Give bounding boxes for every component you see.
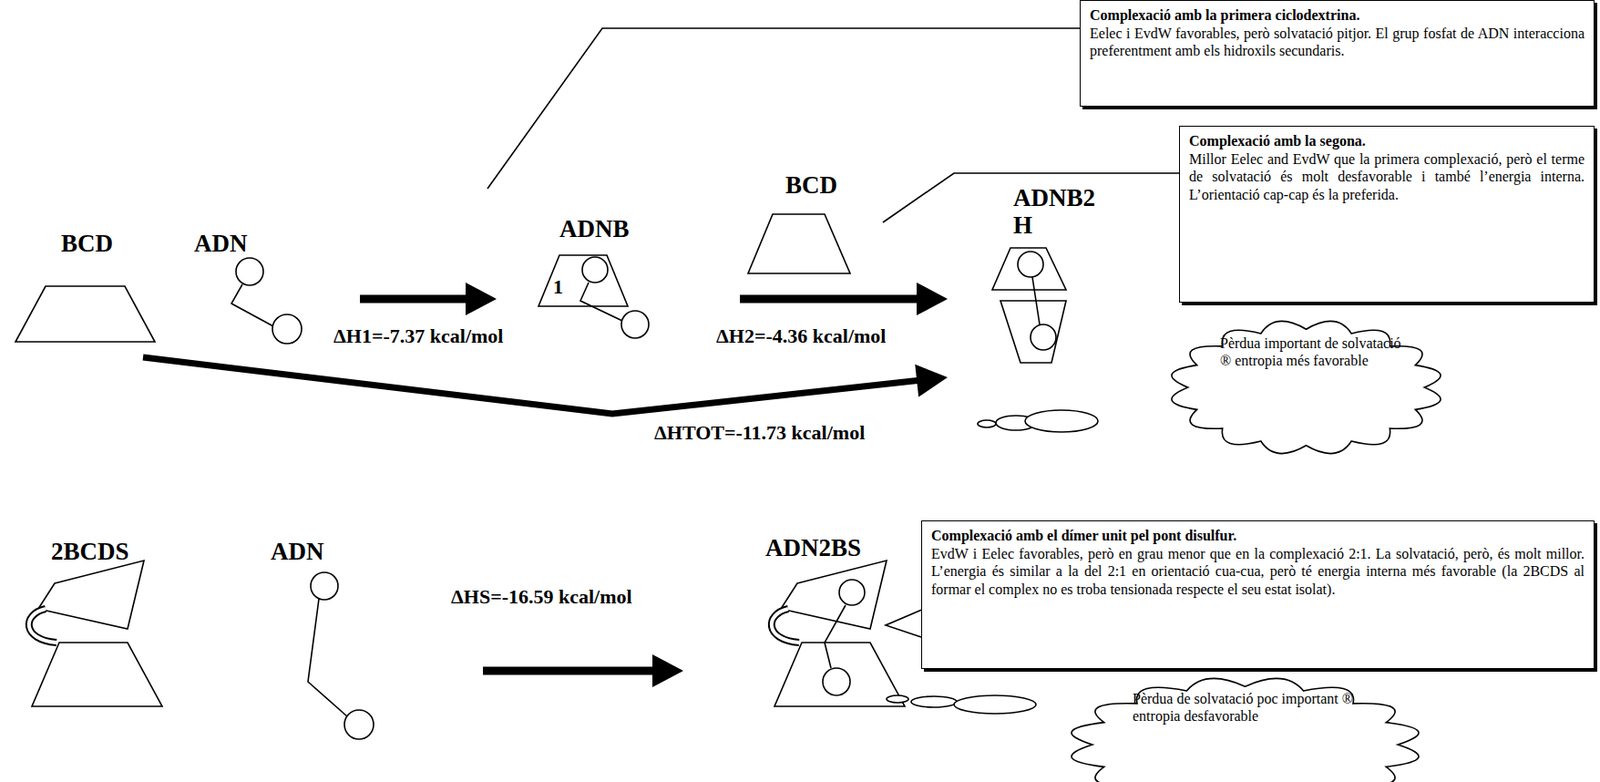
disulfide-dimer xyxy=(29,560,163,707)
illustration-stroke xyxy=(774,642,905,707)
callout-heading: Complexació amb la primera ciclodextrina… xyxy=(1089,6,1585,25)
illustration-stroke xyxy=(344,709,374,739)
illustration-stroke xyxy=(1030,324,1057,350)
reaction-arrow xyxy=(359,282,497,316)
illustration-stroke xyxy=(824,605,846,668)
illustration-stroke xyxy=(580,282,623,321)
callout-heading: Complexació amb el dímer unit pel pont d… xyxy=(931,526,1585,545)
arrow-head xyxy=(465,282,497,316)
cloud-outline xyxy=(1061,673,1429,782)
arrow-shaft xyxy=(739,295,920,304)
enthalpy-label: ΔHS=-16.59 kcal/mol xyxy=(449,584,635,609)
illustration-stroke xyxy=(38,560,144,629)
species-group: BCD xyxy=(13,225,160,358)
illustration-stroke xyxy=(911,696,957,708)
callout-box: Complexació amb la primera ciclodextrina… xyxy=(1079,0,1595,107)
species-label: ADNB2 H xyxy=(1013,184,1100,239)
illustration-stroke xyxy=(582,256,608,283)
illustration-stroke xyxy=(886,695,909,703)
arrow-shaft xyxy=(143,357,920,414)
species-label: ADN2BS xyxy=(765,533,862,562)
reaction-arrow xyxy=(739,282,948,316)
illustration-stroke xyxy=(538,255,628,307)
arrow-head xyxy=(652,654,684,688)
reaction-arrow xyxy=(143,357,948,414)
species-label: ADN xyxy=(194,229,248,257)
species-group: 2BCDS xyxy=(22,533,178,716)
disulfide-dimer xyxy=(771,560,905,707)
illustration-stroke xyxy=(31,560,163,707)
illustration-stroke xyxy=(487,28,1080,189)
callout-box: Complexació amb el dímer unit pel pont d… xyxy=(921,520,1595,669)
illustration-stroke xyxy=(31,642,163,707)
arrow-shaft xyxy=(482,666,656,676)
enthalpy-label: ΔH1=-7.37 kcal/mol xyxy=(331,324,505,349)
illustration-stroke xyxy=(310,572,339,600)
illustration-stroke xyxy=(15,286,155,342)
illustration-stroke xyxy=(839,579,865,606)
enthalpy-label: ΔHTOT=-11.73 kcal/mol xyxy=(652,420,867,445)
cyclodextrin xyxy=(15,214,1067,363)
illustration-stroke xyxy=(748,214,851,274)
species-group: BCD xyxy=(748,168,858,278)
illustration-stroke xyxy=(231,284,274,327)
callout-box: Complexació amb la segona.Millor Eelec a… xyxy=(1179,125,1595,303)
illustration-stroke xyxy=(1000,300,1067,363)
callout-pointer xyxy=(885,608,924,638)
illustration-stroke xyxy=(822,667,851,696)
illustration-stroke xyxy=(953,695,1036,714)
illustration-stroke xyxy=(29,608,57,643)
illustration-stroke xyxy=(771,608,800,643)
species-label: BCD xyxy=(785,171,838,199)
callout-body: Eelec i EvdW favorables, però solvatació… xyxy=(1089,24,1585,61)
species-label: 2BCDS xyxy=(51,537,130,565)
illustration-stroke xyxy=(977,420,996,428)
callout-number: 1 xyxy=(553,276,564,298)
illustration-stroke xyxy=(621,310,649,339)
illustration-stroke xyxy=(992,247,1067,290)
species-group: ADNB 1 xyxy=(496,211,740,349)
arrow-shaft xyxy=(359,295,469,304)
illustration-stroke xyxy=(29,608,57,643)
species-label: BCD xyxy=(61,229,113,257)
reaction-arrow xyxy=(482,654,684,688)
illustration-stroke xyxy=(1032,276,1040,325)
thought-cloud: Pèrdua de solvatació poc important ® ent… xyxy=(1061,673,1429,782)
cloud-path xyxy=(1071,677,1419,782)
callout-body: Millor Eelec and EvdW que la primera com… xyxy=(1189,150,1585,205)
callout-heading: Complexació amb la segona. xyxy=(1189,132,1585,151)
illustration-stroke xyxy=(307,598,348,717)
species-label: ADN xyxy=(270,537,325,565)
cloud-path xyxy=(1171,320,1441,453)
species-group: ADN2BS xyxy=(683,530,884,727)
illustration-stroke xyxy=(1017,251,1044,277)
arrow-head xyxy=(914,364,948,398)
species-group: ADN xyxy=(264,533,483,729)
thought-cloud: Pèrdua important de solvatació ® entropi… xyxy=(1163,316,1449,459)
cloud-note: Pèrdua de solvatació poc important ® ent… xyxy=(1132,689,1393,725)
illustration-stroke xyxy=(771,608,800,643)
enthalpy-label: ΔH2=-4.36 kcal/mol xyxy=(714,324,888,349)
species-label: ADNB xyxy=(559,215,630,243)
illustration-stroke xyxy=(272,314,302,344)
callout-body: EvdW i Eelec favorables, però en grau me… xyxy=(931,544,1585,599)
illustration-stroke xyxy=(774,560,905,707)
adn-molecule xyxy=(822,579,865,696)
species-group: ADNB2 H xyxy=(947,182,1103,379)
illustration-stroke xyxy=(780,560,887,629)
illustration-stroke xyxy=(235,257,264,286)
illustration-stroke xyxy=(1025,410,1098,432)
cloud-note: Pèrdua important de solvatació ® entropi… xyxy=(1220,334,1413,370)
arrow-head xyxy=(916,282,948,316)
